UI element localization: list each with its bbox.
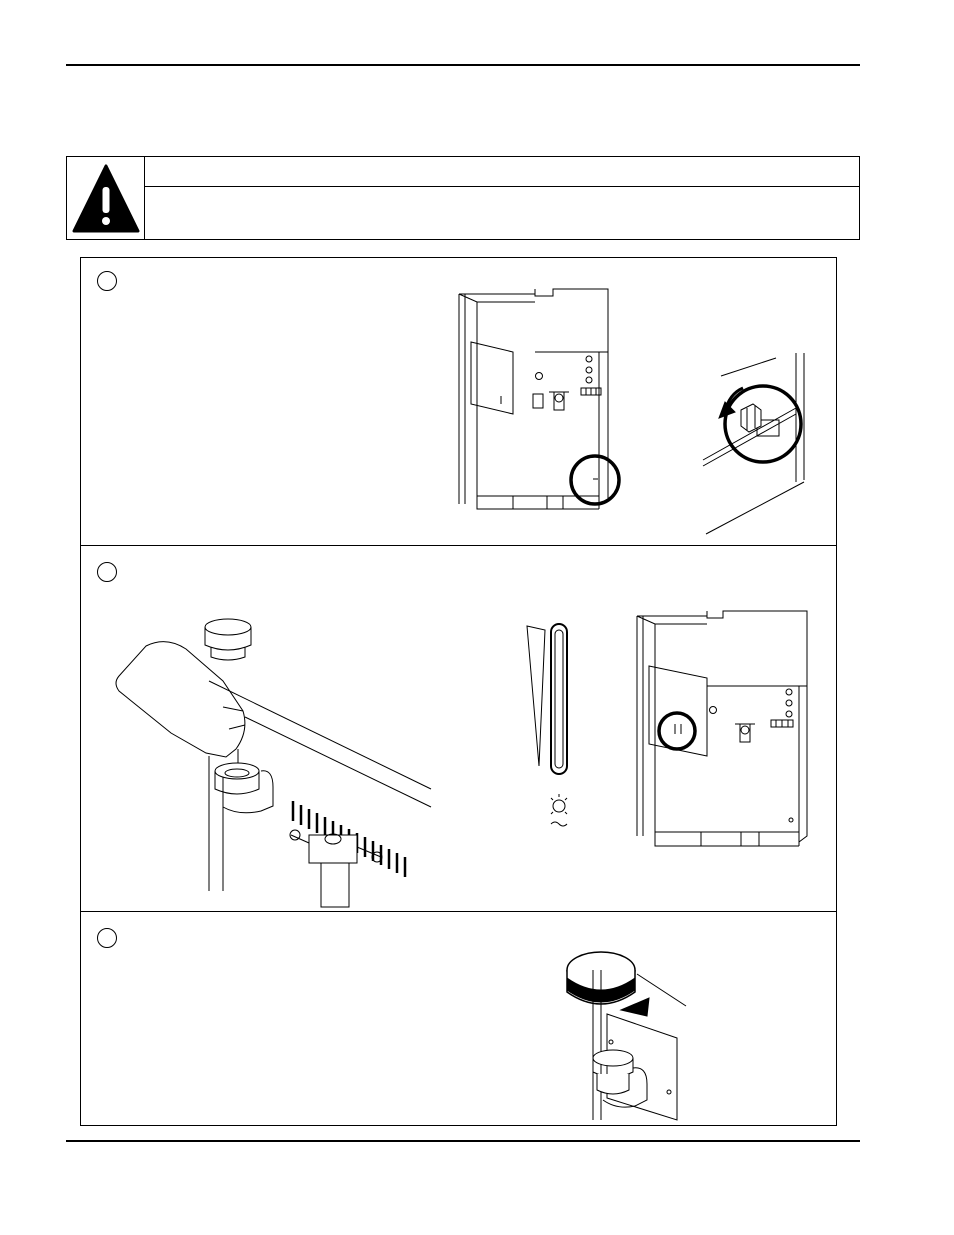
unit-rear-view-gauge-highlight	[631, 606, 821, 856]
drain-valve-rotate-detail	[701, 348, 831, 538]
warning-icon-cell	[67, 157, 145, 239]
step-2-number-circle	[97, 562, 117, 582]
cap-rotate-close-detail	[551, 950, 691, 1120]
step-1-number-circle	[97, 271, 117, 291]
header-rule	[66, 64, 860, 66]
warning-triangle-icon	[67, 157, 145, 241]
step-1	[81, 258, 836, 545]
warning-box	[66, 156, 860, 240]
step-3	[81, 911, 836, 1127]
steps-panel	[80, 257, 837, 1126]
warning-header	[145, 157, 859, 187]
level-gauge-indicator	[521, 616, 581, 786]
warning-text-area	[145, 187, 859, 239]
step-3-number-circle	[97, 928, 117, 948]
footer-rule	[66, 1140, 860, 1142]
step-2	[81, 545, 836, 911]
bottle-pouring-into-tank-fill	[111, 621, 431, 891]
unit-rear-view-drain-highlight	[453, 284, 643, 514]
